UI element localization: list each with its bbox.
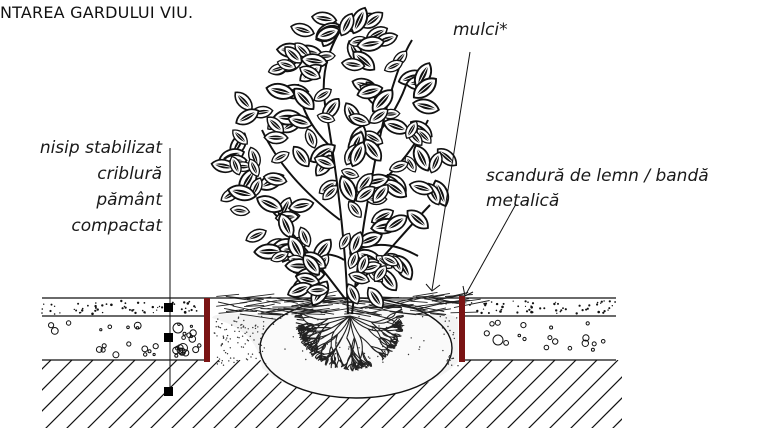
hedge-shrub [210,5,460,314]
leader-markers [164,303,173,396]
edging-board-right [459,296,465,362]
edging-board-left [204,298,210,362]
